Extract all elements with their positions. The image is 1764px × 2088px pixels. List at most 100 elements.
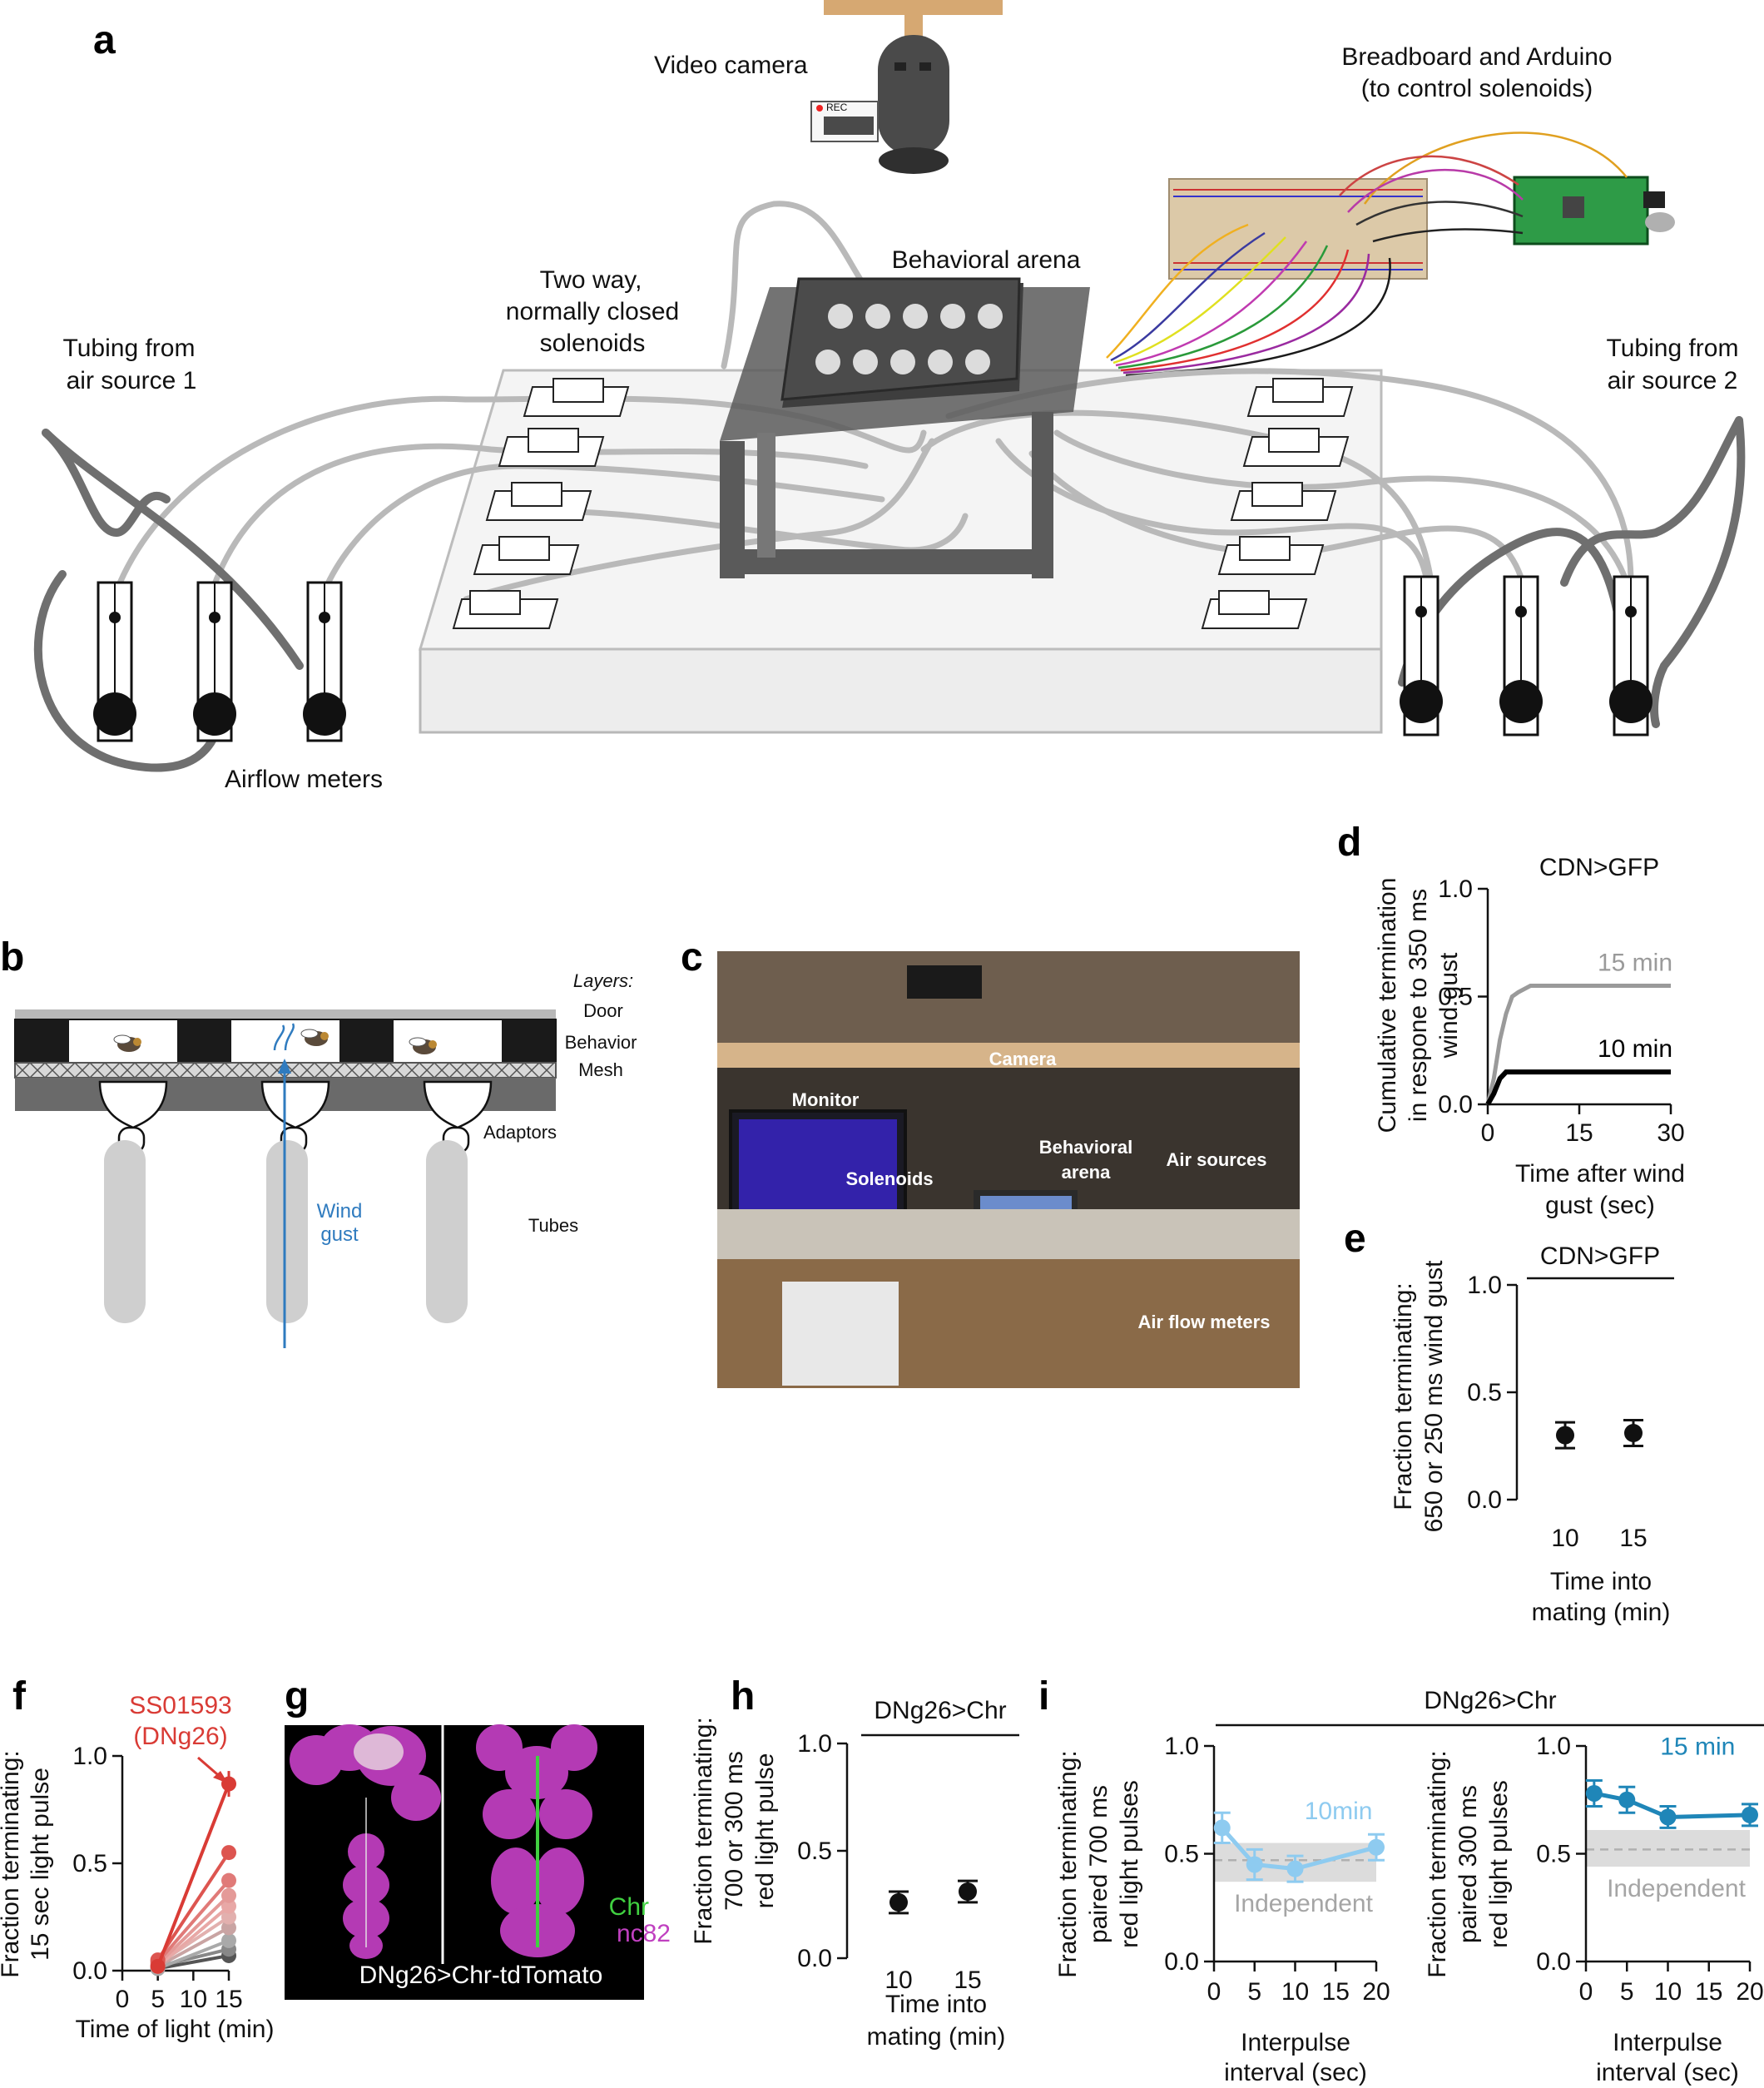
h-title: DNg26>Chr [874, 1697, 1006, 1724]
i1-y-tick-label: 1.0 [1164, 1733, 1199, 1760]
i1-x-tick-label: 5 [1247, 1978, 1261, 2006]
panel-c: c Camera Monitor Behavioral arena Soleno… [681, 935, 1300, 1388]
i2-x-tick-label: 20 [1736, 1978, 1763, 2006]
d-ylabel-1: Cumulative termination [1374, 878, 1401, 1133]
d-ylabel-2: in respone to 350 ms [1405, 889, 1432, 1122]
layer-door-label: Door [583, 1000, 623, 1021]
e-point [1624, 1424, 1643, 1443]
panel-f: f SS01593 (DNg26) Fraction terminating: … [0, 1674, 274, 2043]
f-series-line [156, 1905, 230, 1968]
e-x-tick-label: 15 [1619, 1525, 1647, 1552]
f-series-line [156, 1783, 230, 1967]
layers-title: Layers: [573, 970, 633, 991]
f-x-tick-label: 0 [116, 1986, 130, 2013]
g-legend-nc82: nc82 [617, 1920, 671, 1947]
f-point [221, 1898, 236, 1914]
f-point [221, 1872, 236, 1888]
panel-b: b [0, 935, 637, 1348]
photo-bench [717, 1209, 1300, 1259]
panel-h-letter: h [731, 1674, 755, 1719]
i1-x-tick-label: 15 [1322, 1978, 1350, 2006]
f-series-line [157, 1953, 230, 1971]
panel-e: e CDN>GFP Fraction terminating: 650 or 2… [1344, 1217, 1674, 1626]
i2-independent-band [1586, 1830, 1750, 1867]
solenoids-right [1201, 378, 1354, 629]
f-point [221, 1845, 236, 1861]
adaptors-label: Adaptors [483, 1122, 557, 1143]
confocal-image [285, 1725, 644, 2000]
photo-label-arena: arena [1062, 1162, 1111, 1183]
panel-i: i DNg26>Chr Fraction terminating: paired… [1038, 1674, 1764, 2086]
i1-x-tick-label: 0 [1207, 1978, 1221, 2006]
panel-b-letter: b [0, 935, 24, 980]
airflow-meters-right [1400, 575, 1653, 737]
i1-point [1368, 1838, 1385, 1856]
panel-a-letter: a [93, 18, 116, 62]
panel-d: d CDN>GFP Cumulative termination in resp… [1337, 821, 1685, 1219]
photo-camera-box [907, 965, 982, 999]
e-ylabel-1: Fraction terminating: [1390, 1282, 1417, 1510]
i1-series-label: 10min [1305, 1798, 1373, 1825]
d-series-line [1485, 1069, 1671, 1106]
i1-xlabel-2: interval (sec) [1224, 2059, 1367, 2086]
breadboard-label-1: Breadboard and Arduino [1341, 43, 1612, 71]
e-title: CDN>GFP [1540, 1242, 1660, 1270]
i2-y-tick-label: 1.0 [1536, 1733, 1571, 1760]
solenoids-label-3: solenoids [540, 330, 646, 357]
f-y-tick-label: 0.5 [72, 1850, 107, 1877]
door-layer [15, 1009, 556, 1019]
i1-ylabel-3: red light pulses [1116, 1780, 1143, 1948]
panel-f-letter: f [12, 1674, 27, 1719]
photo-label-camera: Camera [989, 1049, 1057, 1069]
behavior-walls [15, 1019, 556, 1063]
f-annotation-2: (DNg26) [133, 1723, 227, 1750]
wind-label-1: Wind [317, 1200, 363, 1223]
photo-label-behavioral: Behavioral [1039, 1137, 1133, 1158]
i2-ylabel-1: Fraction terminating: [1424, 1750, 1451, 1977]
solenoids-label-2: normally closed [506, 298, 679, 325]
i2-point [1618, 1791, 1636, 1808]
photo-shelf-wood [717, 1043, 1300, 1068]
arduino-power [1645, 212, 1675, 232]
i2-point [1742, 1806, 1758, 1823]
f-series-line [156, 1926, 230, 1968]
i1-point [1246, 1856, 1263, 1873]
tubing1-label-2: air source 1 [67, 367, 197, 394]
e-y-tick-label: 1.0 [1467, 1272, 1502, 1299]
d-xlabel-2: gust (sec) [1545, 1192, 1655, 1219]
i1-series-line [1220, 1826, 1377, 1872]
arduino-wires [1339, 131, 1628, 243]
i2-y-tick-label: 0.0 [1536, 1948, 1571, 1976]
tubing2-label-1: Tubing from [1607, 335, 1739, 362]
h-xlabel-2: mating (min) [867, 2023, 1006, 2051]
i1-ylabel-2: paired 700 ms [1085, 1785, 1112, 1943]
i2-y-tick-label: 0.5 [1536, 1841, 1571, 1868]
i2-point [1585, 1784, 1603, 1802]
f-point [221, 1932, 236, 1948]
solenoids-label-1: Two way, [540, 266, 642, 294]
i1-xlabel-1: Interpulse [1241, 2029, 1350, 2056]
h-xlabel-1: Time into [885, 1991, 987, 2018]
i1-independent-label: Independent [1234, 1890, 1373, 1917]
f-series-line [156, 1939, 230, 1971]
i1-point [1213, 1819, 1231, 1837]
h-x-tick-label: 15 [954, 1966, 981, 1994]
i2-ylabel-3: red light pulses [1485, 1780, 1513, 1948]
h-point [889, 1892, 908, 1912]
arduino-usb [1643, 191, 1665, 208]
video-camera-label: Video camera [654, 52, 808, 79]
e-xlabel-2: mating (min) [1532, 1599, 1671, 1626]
e-point [1556, 1426, 1574, 1445]
breadboard-label-2: (to control solenoids) [1361, 75, 1593, 102]
i2-series-line [1593, 1791, 1751, 1819]
i2-xlabel-1: Interpulse [1613, 2029, 1722, 2056]
i2-x-tick-label: 15 [1695, 1978, 1722, 2006]
f-series-line [156, 1894, 230, 1966]
layer-behavior-label: Behavior [565, 1032, 637, 1053]
arduino-chip [1563, 196, 1584, 218]
d-x-tick-label: 0 [1481, 1119, 1495, 1147]
photo-monitor-screen [739, 1119, 897, 1215]
